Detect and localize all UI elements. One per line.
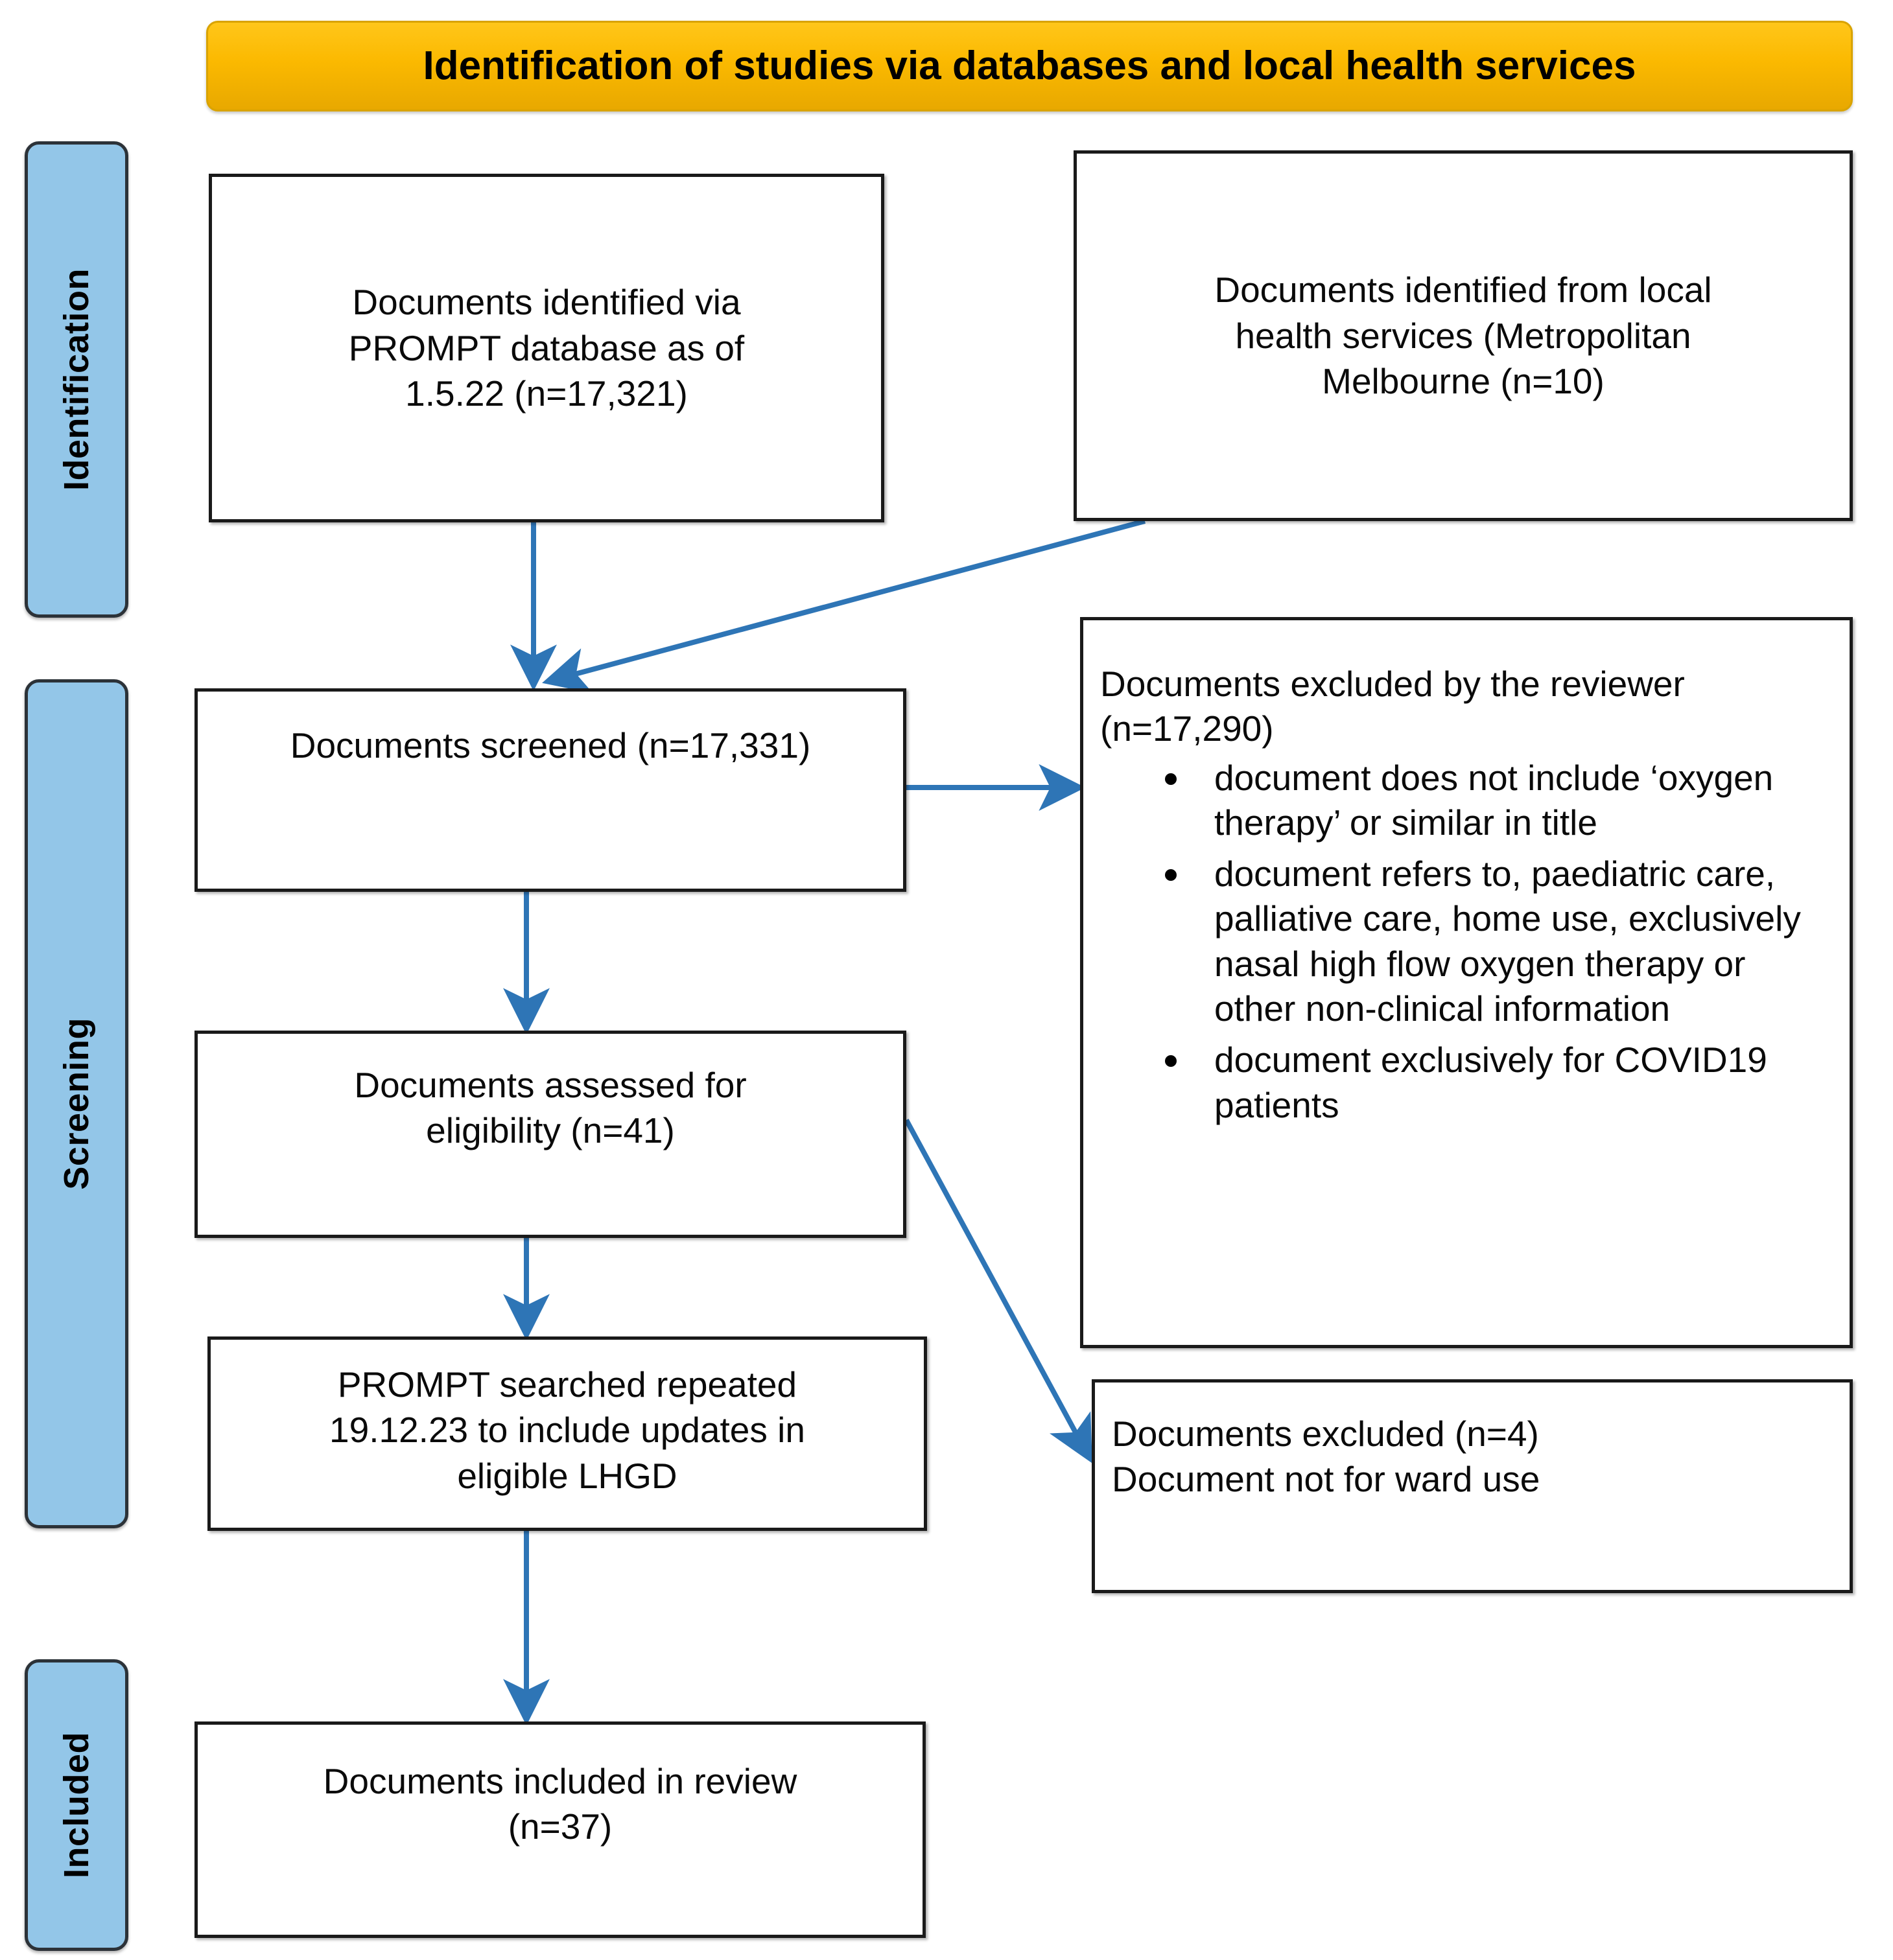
exclusion-bullet-item: document refers to, paediatric care, pal…	[1158, 852, 1833, 1031]
box-local-health-services-line3: Melbourne (n=10)	[1322, 361, 1605, 402]
connector-eligibility-to-excluded-ward	[904, 1119, 1092, 1464]
box-excluded-by-reviewer-head-line1: Documents excluded by the reviewer	[1100, 664, 1685, 704]
box-excluded-by-reviewer-head-line2: (n=17,290)	[1100, 708, 1274, 749]
box-prompt-repeat-search-line2: 19.12.23 to include updates in	[329, 1410, 805, 1451]
box-prompt-database: Documents identified via PROMPT database…	[209, 174, 884, 522]
box-local-health-services-line1: Documents identified from local	[1214, 270, 1712, 310]
box-included-in-review: Documents included in review (n=37)	[194, 1721, 926, 1938]
box-assessed-for-eligibility-line1: Documents assessed for	[354, 1065, 747, 1105]
box-documents-screened: Documents screened (n=17,331)	[194, 688, 906, 892]
stage-pill-identification: Identification	[25, 141, 128, 618]
exclusion-bullet-item: document exclusively for COVID19 patient…	[1158, 1038, 1833, 1128]
box-prompt-repeat-search: PROMPT searched repeated 19.12.23 to inc…	[207, 1336, 927, 1531]
box-excluded-by-reviewer-bullet-list: document does not include ‘oxygen therap…	[1083, 756, 1850, 1134]
box-excluded-by-reviewer: Documents excluded by the reviewer (n=17…	[1080, 617, 1853, 1348]
box-documents-screened-line1: Documents screened (n=17,331)	[290, 725, 811, 765]
stage-pill-screening-label: Screening	[57, 1018, 96, 1190]
box-prompt-database-line1: Documents identified via	[352, 282, 741, 323]
diagram-title-text: Identification of studies via databases …	[423, 43, 1636, 88]
stage-pill-included: Included	[25, 1659, 128, 1951]
box-excluded-ward-use: Documents excluded (n=4) Document not fo…	[1092, 1379, 1853, 1593]
box-prompt-repeat-search-line3: eligible LHGD	[457, 1455, 677, 1496]
box-excluded-ward-use-line2: Document not for ward use	[1112, 1459, 1540, 1500]
stage-pill-included-label: Included	[57, 1731, 96, 1878]
exclusion-bullet-item: document does not include ‘oxygen therap…	[1158, 756, 1833, 846]
box-included-in-review-line1: Documents included in review	[323, 1761, 797, 1801]
box-prompt-database-line2: PROMPT database as of	[348, 327, 745, 368]
box-included-in-review-line2: (n=37)	[508, 1806, 613, 1847]
box-prompt-repeat-search-line1: PROMPT searched repeated	[337, 1364, 797, 1405]
diagram-title-banner: Identification of studies via databases …	[206, 21, 1853, 111]
box-excluded-ward-use-line1: Documents excluded (n=4)	[1112, 1414, 1539, 1454]
box-assessed-for-eligibility-line2: eligibility (n=41)	[426, 1110, 675, 1151]
connector-lhs-to-screened	[542, 519, 1146, 694]
box-prompt-database-line3: 1.5.22 (n=17,321)	[405, 373, 688, 414]
box-local-health-services: Documents identified from local health s…	[1074, 150, 1853, 521]
box-local-health-services-line2: health services (Metropolitan	[1235, 315, 1691, 356]
stage-pill-screening: Screening	[25, 679, 128, 1528]
stage-pill-identification-label: Identification	[57, 268, 96, 491]
box-assessed-for-eligibility: Documents assessed for eligibility (n=41…	[194, 1031, 906, 1238]
